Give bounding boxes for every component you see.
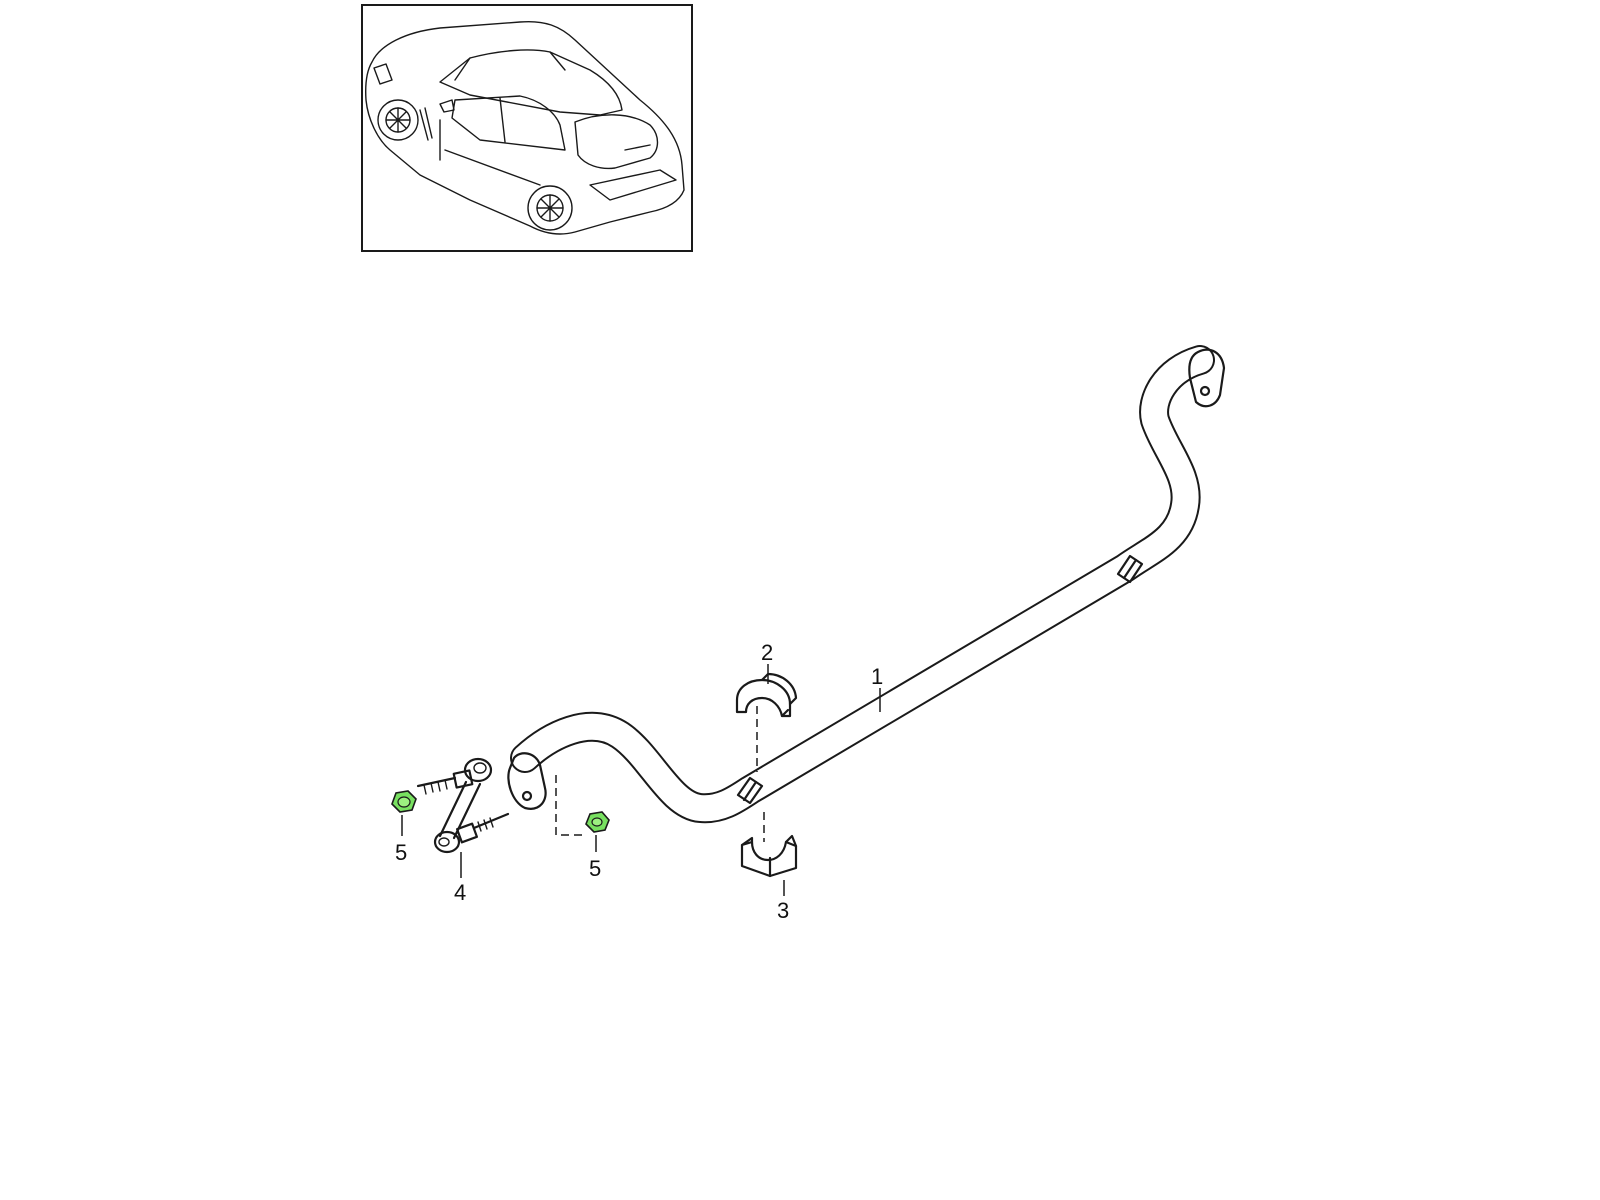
- coupling-rod[interactable]: [416, 757, 510, 854]
- vehicle-thumbnail-icon: [364, 20, 685, 235]
- callout-1: 1: [871, 664, 883, 689]
- leader-lines: [401, 664, 881, 896]
- nut-right[interactable]: [585, 811, 610, 833]
- callout-3: 3: [777, 898, 789, 923]
- bushing-upper[interactable]: [735, 672, 798, 718]
- nut-left[interactable]: [391, 790, 417, 813]
- bushing-lower[interactable]: [740, 834, 798, 878]
- stabilizer-bar[interactable]: [507, 345, 1226, 842]
- callout-2: 2: [761, 640, 773, 665]
- callout-4: 4: [454, 880, 466, 905]
- callout-5-left: 5: [395, 840, 407, 865]
- vehicle-thumbnail[interactable]: [361, 4, 693, 252]
- callout-5-right: 5: [589, 856, 601, 881]
